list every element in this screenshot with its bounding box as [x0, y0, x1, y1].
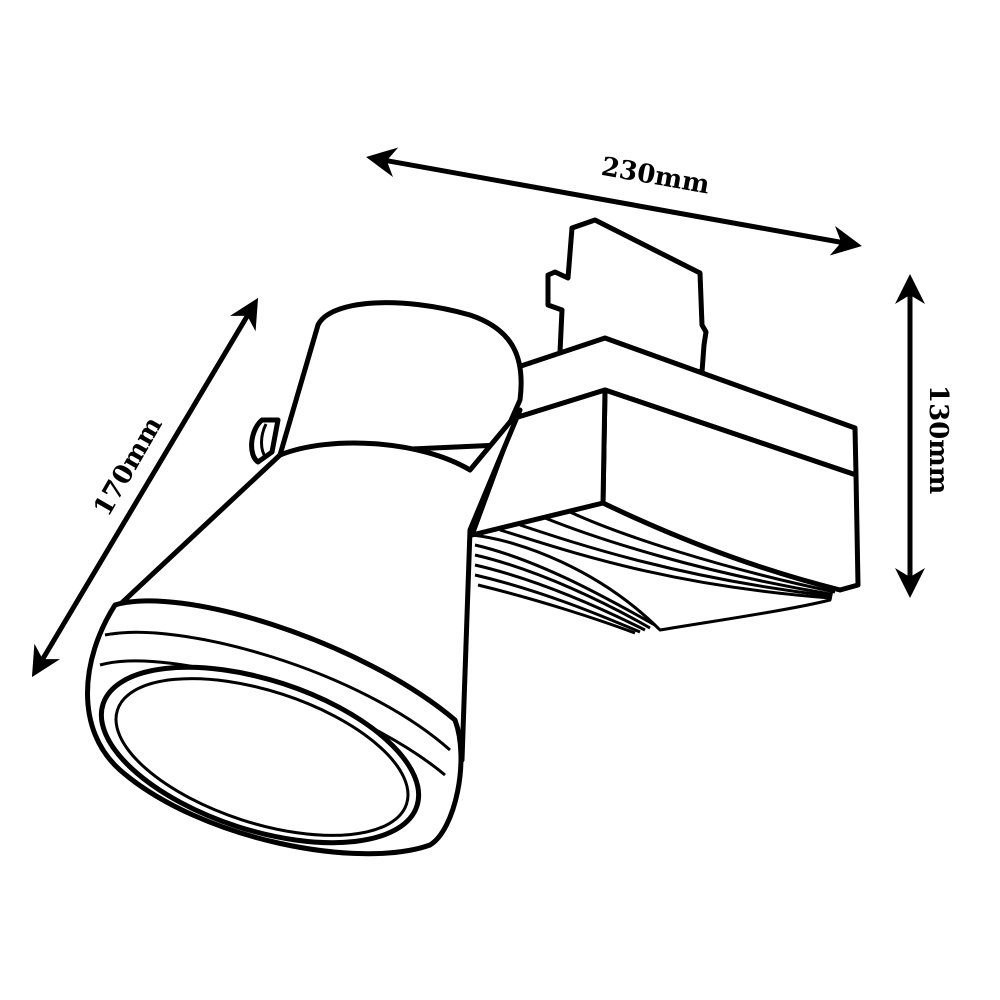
lens-inner-ring	[114, 677, 410, 837]
double-arrow-icon	[366, 147, 862, 256]
heatsink-fins	[471, 510, 836, 635]
lens	[98, 664, 422, 846]
tilt-knob	[249, 417, 281, 465]
double-arrow-icon	[31, 297, 259, 678]
bezel-ring	[104, 630, 451, 752]
lamp-head-rear	[277, 300, 524, 458]
lamp-head-cone	[109, 407, 523, 763]
dimension-height: 130mm	[895, 274, 953, 598]
height-label: 130mm	[923, 385, 953, 494]
width-label: 230mm	[599, 152, 712, 201]
driver-housing-front	[600, 387, 861, 593]
